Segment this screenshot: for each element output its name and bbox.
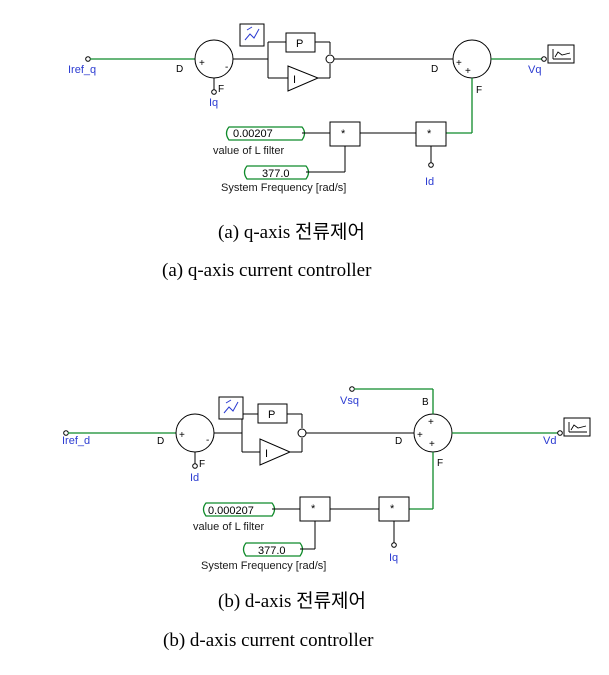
- const-l-source[interactable]: [225, 126, 306, 141]
- i-block-label-b: I: [265, 448, 268, 460]
- mult4-label: *: [390, 503, 395, 515]
- mult3-label: *: [311, 503, 316, 515]
- summer3-port-d: D: [157, 436, 164, 447]
- controller-settings-icon[interactable]: [239, 23, 265, 47]
- vq-node[interactable]: [541, 56, 547, 62]
- summer1-port-d: D: [176, 64, 183, 75]
- vd-label: Vd: [543, 435, 556, 447]
- i-integrator-block[interactable]: [287, 65, 320, 92]
- p-block-label-b: P: [268, 409, 275, 421]
- iref-q-node[interactable]: [85, 56, 91, 62]
- summer4-port-f: F: [437, 458, 443, 469]
- const-f-label-b: System Frequency [rad/s]: [201, 560, 326, 572]
- caption-a-english: (a) q-axis current controller: [162, 260, 372, 281]
- pi-sum-node: [325, 54, 335, 64]
- vsq-node[interactable]: [349, 386, 355, 392]
- const-l-value: 0.00207: [233, 128, 273, 140]
- id-feedback-label: Id: [190, 472, 199, 484]
- vq-label: Vq: [528, 64, 541, 76]
- const-f-source[interactable]: [243, 165, 310, 180]
- summer2-plus-b: +: [465, 66, 471, 77]
- summer4-port-b: B: [422, 397, 429, 408]
- summer4-plus-a: +: [417, 430, 423, 441]
- caption-b-korean: (b) d-axis 전류제어: [218, 590, 366, 612]
- summer1-minus: -: [225, 62, 228, 73]
- multiplier-1[interactable]: [329, 121, 361, 147]
- summer1-port-f: F: [218, 84, 224, 95]
- summer1-plus: +: [199, 58, 205, 69]
- summer3-minus: -: [206, 435, 209, 446]
- iq-cross-node[interactable]: [391, 542, 397, 548]
- summer2-port-d: D: [431, 64, 438, 75]
- summer2-port-f: F: [476, 85, 482, 96]
- const-f-value: 377.0: [262, 168, 290, 180]
- iq-feedback-node[interactable]: [211, 89, 217, 95]
- summer2-plus-a: +: [456, 58, 462, 69]
- panel-b: Iref_d D + - F Id P I D + + +: [62, 386, 591, 651]
- summer4-port-d: D: [395, 436, 402, 447]
- id-cross-node[interactable]: [428, 162, 434, 168]
- vsq-label: Vsq: [340, 395, 359, 407]
- const-l-label-b: value of L filter: [193, 521, 264, 533]
- multiplier-2[interactable]: [415, 121, 447, 147]
- controller-settings-icon[interactable]: [218, 396, 244, 420]
- panel-a: Iref_q D + - F Iq P I D + +: [68, 23, 575, 281]
- const-f-label: System Frequency [rad/s]: [221, 182, 346, 194]
- const-l-label: value of L filter: [213, 145, 284, 157]
- summer4-plus-c: +: [429, 439, 435, 450]
- const-l-value-b: 0.000207: [208, 505, 254, 517]
- summer3-plus: +: [179, 430, 185, 441]
- iref-d-label: Iref_d: [62, 435, 90, 447]
- iref-q-label: Iref_q: [68, 64, 96, 76]
- summer4-plus-b: +: [428, 417, 434, 428]
- p-block-label: P: [296, 38, 303, 50]
- id-cross-label: Id: [425, 176, 434, 188]
- const-f-value-b: 377.0: [258, 545, 286, 557]
- caption-b-english: (b) d-axis current controller: [163, 630, 374, 651]
- summer3-port-f: F: [199, 459, 205, 470]
- mult1-label: *: [341, 128, 346, 140]
- iq-feedback-label: Iq: [209, 97, 218, 109]
- const-f-source[interactable]: [242, 542, 304, 557]
- caption-a-korean: (a) q-axis 전류제어: [218, 221, 365, 243]
- const-l-source[interactable]: [202, 502, 276, 517]
- pi-sum-node: [297, 428, 307, 438]
- i-block-label: I: [293, 74, 296, 86]
- vd-node[interactable]: [557, 430, 563, 436]
- id-feedback-node[interactable]: [192, 463, 198, 469]
- i-integrator-block[interactable]: [259, 438, 292, 466]
- iq-cross-label: Iq: [389, 552, 398, 564]
- mult2-label: *: [427, 128, 432, 140]
